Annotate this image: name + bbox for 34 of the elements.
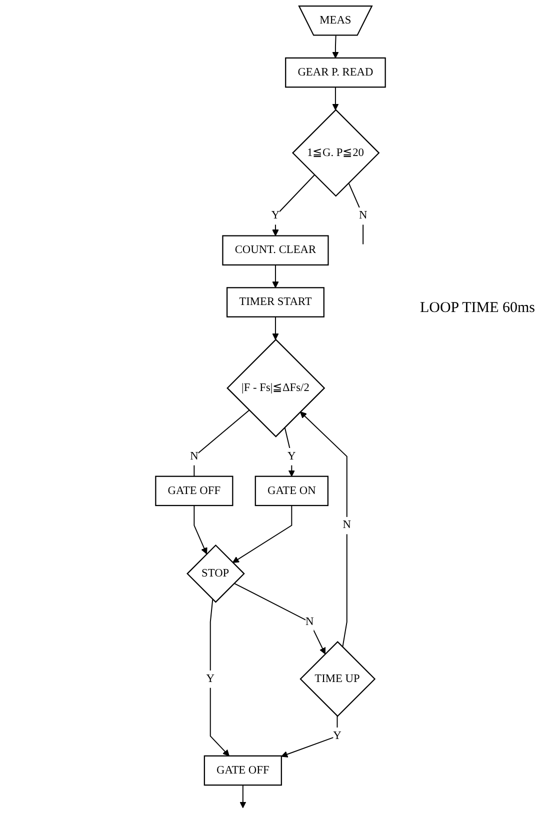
arrow: [272, 264, 279, 288]
arrow: [234, 582, 326, 654]
node-box: [226, 287, 324, 318]
edge-label: Y: [271, 210, 280, 222]
arrow: [232, 505, 292, 563]
node-box: [285, 57, 386, 88]
arrow: [272, 316, 279, 340]
arrow: [240, 784, 246, 808]
node-box: [254, 476, 328, 506]
node-diamond: [292, 109, 380, 197]
node-diamond: [186, 544, 245, 603]
node-diamond: [226, 338, 326, 438]
edge-label: N: [190, 450, 198, 462]
node-box: [222, 235, 329, 266]
node-box: [204, 755, 282, 786]
arrow: [210, 598, 230, 756]
connector: [194, 410, 250, 477]
edge-label: N: [358, 210, 368, 222]
arrow: [194, 505, 208, 554]
node-diamond: [300, 641, 376, 717]
edge-label: Y: [288, 450, 296, 462]
loop-note: LOOP TIME 60ms: [420, 300, 535, 317]
arrow: [332, 86, 339, 110]
connector: [348, 182, 364, 245]
edge-label: Y: [333, 730, 342, 742]
edge-label: Y: [206, 672, 214, 685]
arrow: [272, 174, 315, 236]
arrow: [284, 426, 295, 477]
edge-label: N: [342, 519, 351, 532]
node-box: [155, 476, 234, 506]
arrow: [281, 716, 338, 758]
arrow: [332, 35, 339, 58]
arrow: [300, 411, 348, 648]
edge-label: N: [306, 616, 314, 628]
